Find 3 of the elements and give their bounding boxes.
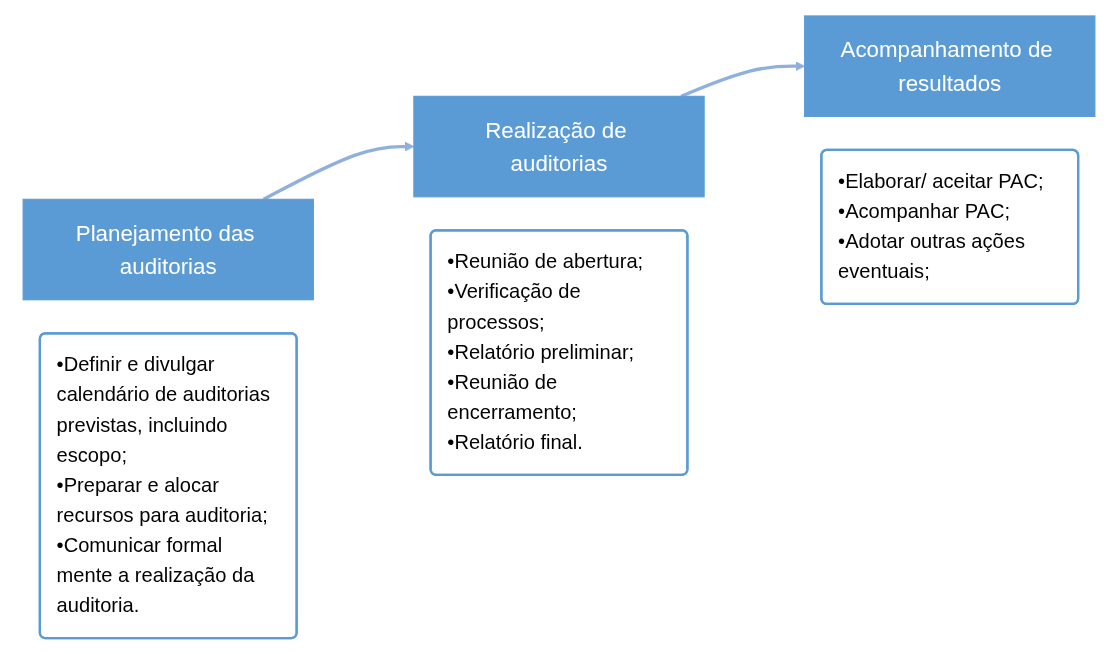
- node-box: Acompanhamento de resultados: [804, 14, 1096, 117]
- node-box: Realização de auditorias: [413, 95, 705, 197]
- node-box: Planejamento das auditorias: [22, 198, 314, 300]
